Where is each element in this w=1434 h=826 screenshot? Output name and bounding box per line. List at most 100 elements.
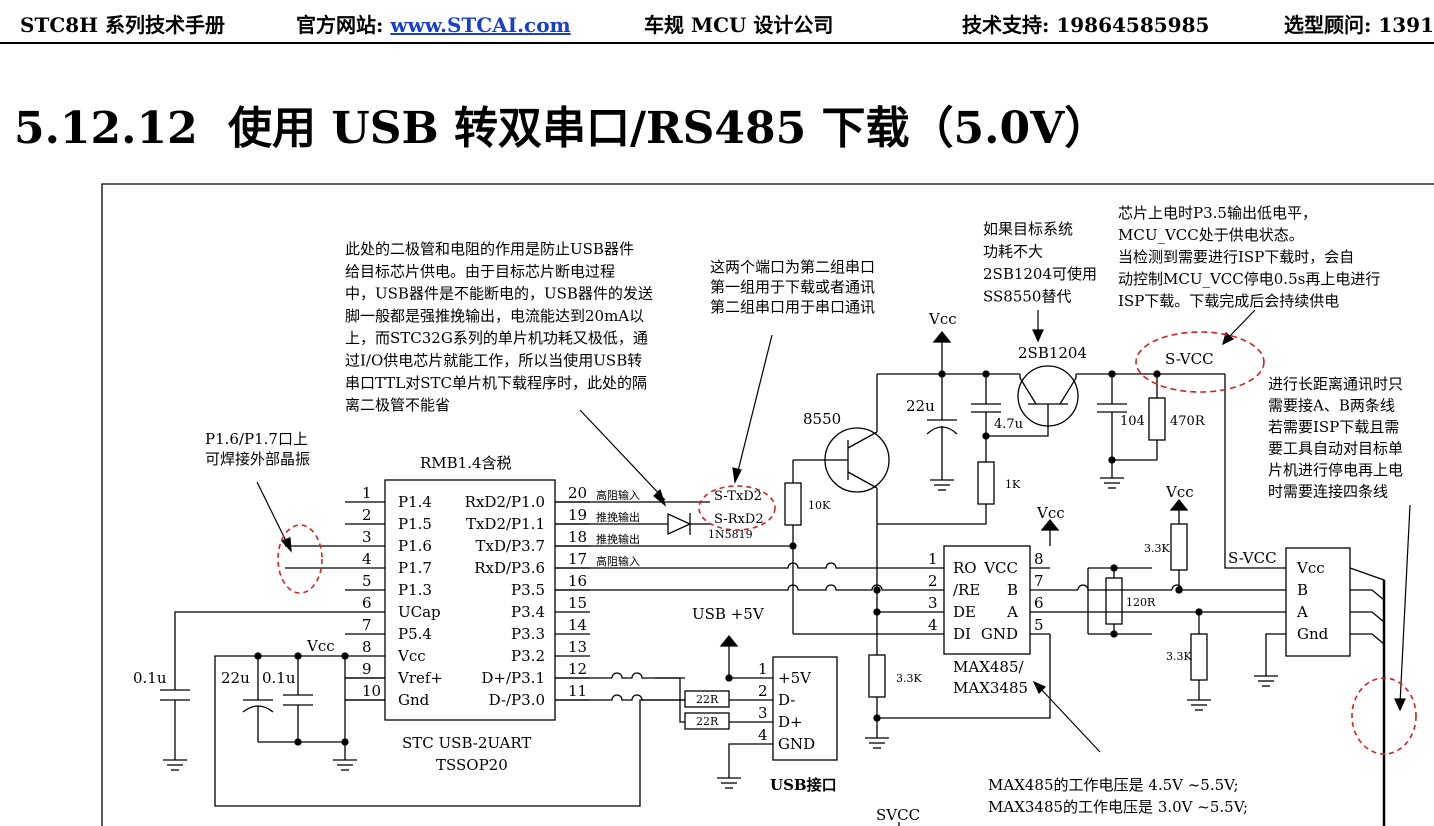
r1k-label: 1K <box>1005 478 1021 491</box>
cap-ucap-label: 0.1u <box>133 669 167 687</box>
s-txd2-label: S-TxD2 <box>714 489 762 504</box>
transistor-8550 <box>784 374 924 655</box>
max3485-name: MAX3485 <box>953 679 1028 697</box>
top-power-rail <box>877 330 1286 569</box>
vcc-label-max: Vcc <box>1036 504 1065 522</box>
r33k-label-b: 3.3K <box>1144 542 1170 555</box>
usb-connector <box>772 656 838 761</box>
max-pin-number: 3 <box>928 594 938 612</box>
note-line: 上，而STC32G系列的单片机功耗又极低，通 <box>345 329 648 347</box>
chip-pin-number: 20 <box>568 484 587 502</box>
s-rxd2-label: S-RxD2 <box>714 512 764 527</box>
usb-wiring <box>642 634 753 789</box>
usb-pin-name: D- <box>778 691 795 709</box>
vcc-label-bus: Vcc <box>1165 483 1194 501</box>
chip-pin-number: 9 <box>362 660 372 678</box>
note-line: 此处的二极管和电阻的作用是防止USB器件 <box>345 240 634 258</box>
vcc-label-top: Vcc <box>928 310 957 328</box>
chip-right-wires <box>555 501 924 701</box>
note-line: 时需要连接四条线 <box>1268 483 1388 501</box>
note-line: 需要接A、B两条线 <box>1268 397 1395 415</box>
max-pin-name: A <box>1006 603 1018 621</box>
chip-pin-number: 15 <box>568 594 587 612</box>
note-line: 脚一般都是强推挽输出，电流能达到20mA以 <box>345 307 644 325</box>
max-pin-name: B <box>1007 581 1018 599</box>
chip-pin-name: UCap <box>398 603 441 621</box>
max-pin-number: 7 <box>1034 572 1044 590</box>
note-line: 可焊接外部晶振 <box>205 450 310 468</box>
cap-22u-top-label: 22u <box>906 397 935 415</box>
cap-104-label: 104 <box>1120 414 1145 429</box>
note-rs485: 进行长距离通讯时只需要接A、B两条线若需要ISP下载且需要工具自动对目标单片机进… <box>1268 375 1403 501</box>
cap-22u-label: 22u <box>221 669 250 687</box>
r10k-label: 10K <box>808 499 831 512</box>
max-pin-name: VCC <box>983 559 1018 577</box>
connector-pin-name: B <box>1297 581 1308 599</box>
chip-pin-name: TxD2/P1.1 <box>466 515 545 533</box>
usb-2uart-chip <box>384 479 556 721</box>
vcc-label-left: Vcc <box>306 637 335 655</box>
chip-pin-name: P1.6 <box>398 537 432 555</box>
chip-pin-number: 7 <box>362 616 372 634</box>
max-pin-number: 8 <box>1034 550 1044 568</box>
note-line: 进行长距离通讯时只 <box>1268 375 1403 393</box>
note-line: 这两个端口为第二组串口 <box>710 258 875 276</box>
chip-pin-name: P1.4 <box>398 493 432 511</box>
note-line: ISP下载。下载完成后会持续供电 <box>1118 292 1339 310</box>
chip-price-label: RMB1.4含税 <box>420 454 512 472</box>
page-header: STC8H 系列技术手册 官方网站: www.STCAI.com 车规 MCU … <box>0 0 1434 44</box>
usb-supply-label: USB +5V <box>692 605 765 623</box>
chip-pin-number: 10 <box>362 682 381 700</box>
chip-pin-name: D-/P3.0 <box>489 691 545 709</box>
note-line: 串口TTL对STC单片机下载程序时，此处的隔 <box>345 374 647 392</box>
chip-pin-name: P3.3 <box>511 625 545 643</box>
chip-pin-number: 3 <box>362 528 372 546</box>
chip-pin-name: D+/P3.1 <box>481 669 545 687</box>
note-line: 功耗不大 <box>983 243 1043 261</box>
r33k-label-a: 3.3K <box>896 672 922 685</box>
chip-pin-number: 17 <box>568 550 587 568</box>
s-vcc-label-top: S-VCC <box>1165 350 1214 368</box>
usb-pin-number: 2 <box>758 682 768 700</box>
pin20-mode: 高阻输入 <box>596 488 640 502</box>
diode-label: 1N5819 <box>708 528 753 541</box>
chip-pin-number: 14 <box>568 616 587 634</box>
chip-pin-number: 19 <box>568 506 587 524</box>
chip-pin-number: 5 <box>362 572 372 590</box>
official-site: 官方网站: www.STCAI.com <box>296 9 571 38</box>
max-pin-number: 6 <box>1034 594 1044 612</box>
note-line: 芯片上电时P3.5输出低电平， <box>1118 204 1317 222</box>
site-link[interactable]: www.STCAI.com <box>390 13 571 37</box>
max-pin-number: 1 <box>928 550 938 568</box>
consultant-phone: 选型顾问: 1391 <box>1284 13 1434 37</box>
chip-pin-number: 1 <box>362 484 372 502</box>
manual-title: STC8H 系列技术手册 <box>20 13 226 37</box>
max485-wiring <box>865 498 1286 749</box>
note-line: 过I/O供电芯片就能工作，所以当使用USB转 <box>345 352 642 370</box>
chip-name: STC USB-2UART <box>402 734 531 752</box>
chip-pin-name: TxD/P3.7 <box>476 537 546 555</box>
pin17-mode: 高阻输入 <box>596 554 640 568</box>
chip-pin-name: P3.4 <box>511 603 545 621</box>
note-power: 芯片上电时P3.5输出低电平，MCU_VCC处于供电状态。当检测到需要进行ISP… <box>1118 204 1380 310</box>
cap-01u-label: 0.1u <box>262 669 296 687</box>
chip-pin-number: 13 <box>568 638 587 656</box>
r470-label: 470R <box>1170 414 1206 429</box>
usb-pin-number: 3 <box>758 704 768 722</box>
r120-label: 120R <box>1126 596 1156 609</box>
rs485-connector <box>1285 547 1351 657</box>
usb-pin-number: 4 <box>758 726 768 744</box>
usb-pin-name: GND <box>778 735 815 753</box>
r22-label-b: 22R <box>696 715 719 728</box>
chip-pin-name: P3.2 <box>511 647 545 665</box>
note-line: 第一组用于下载或者通讯 <box>710 278 875 296</box>
usb-pin-name: +5V <box>778 669 812 687</box>
usb-pin-number: 1 <box>758 660 768 678</box>
left-power-network <box>160 611 643 807</box>
note-line: 如果目标系统 <box>983 220 1073 238</box>
chip-pin-number: 11 <box>568 682 587 700</box>
section-text: 使用 USB 转双串口/RS485 下载（5.0V） <box>228 103 1109 154</box>
connector-pin-name: Vcc <box>1296 559 1325 577</box>
note-line: MCU_VCC处于供电状态。 <box>1118 226 1304 244</box>
